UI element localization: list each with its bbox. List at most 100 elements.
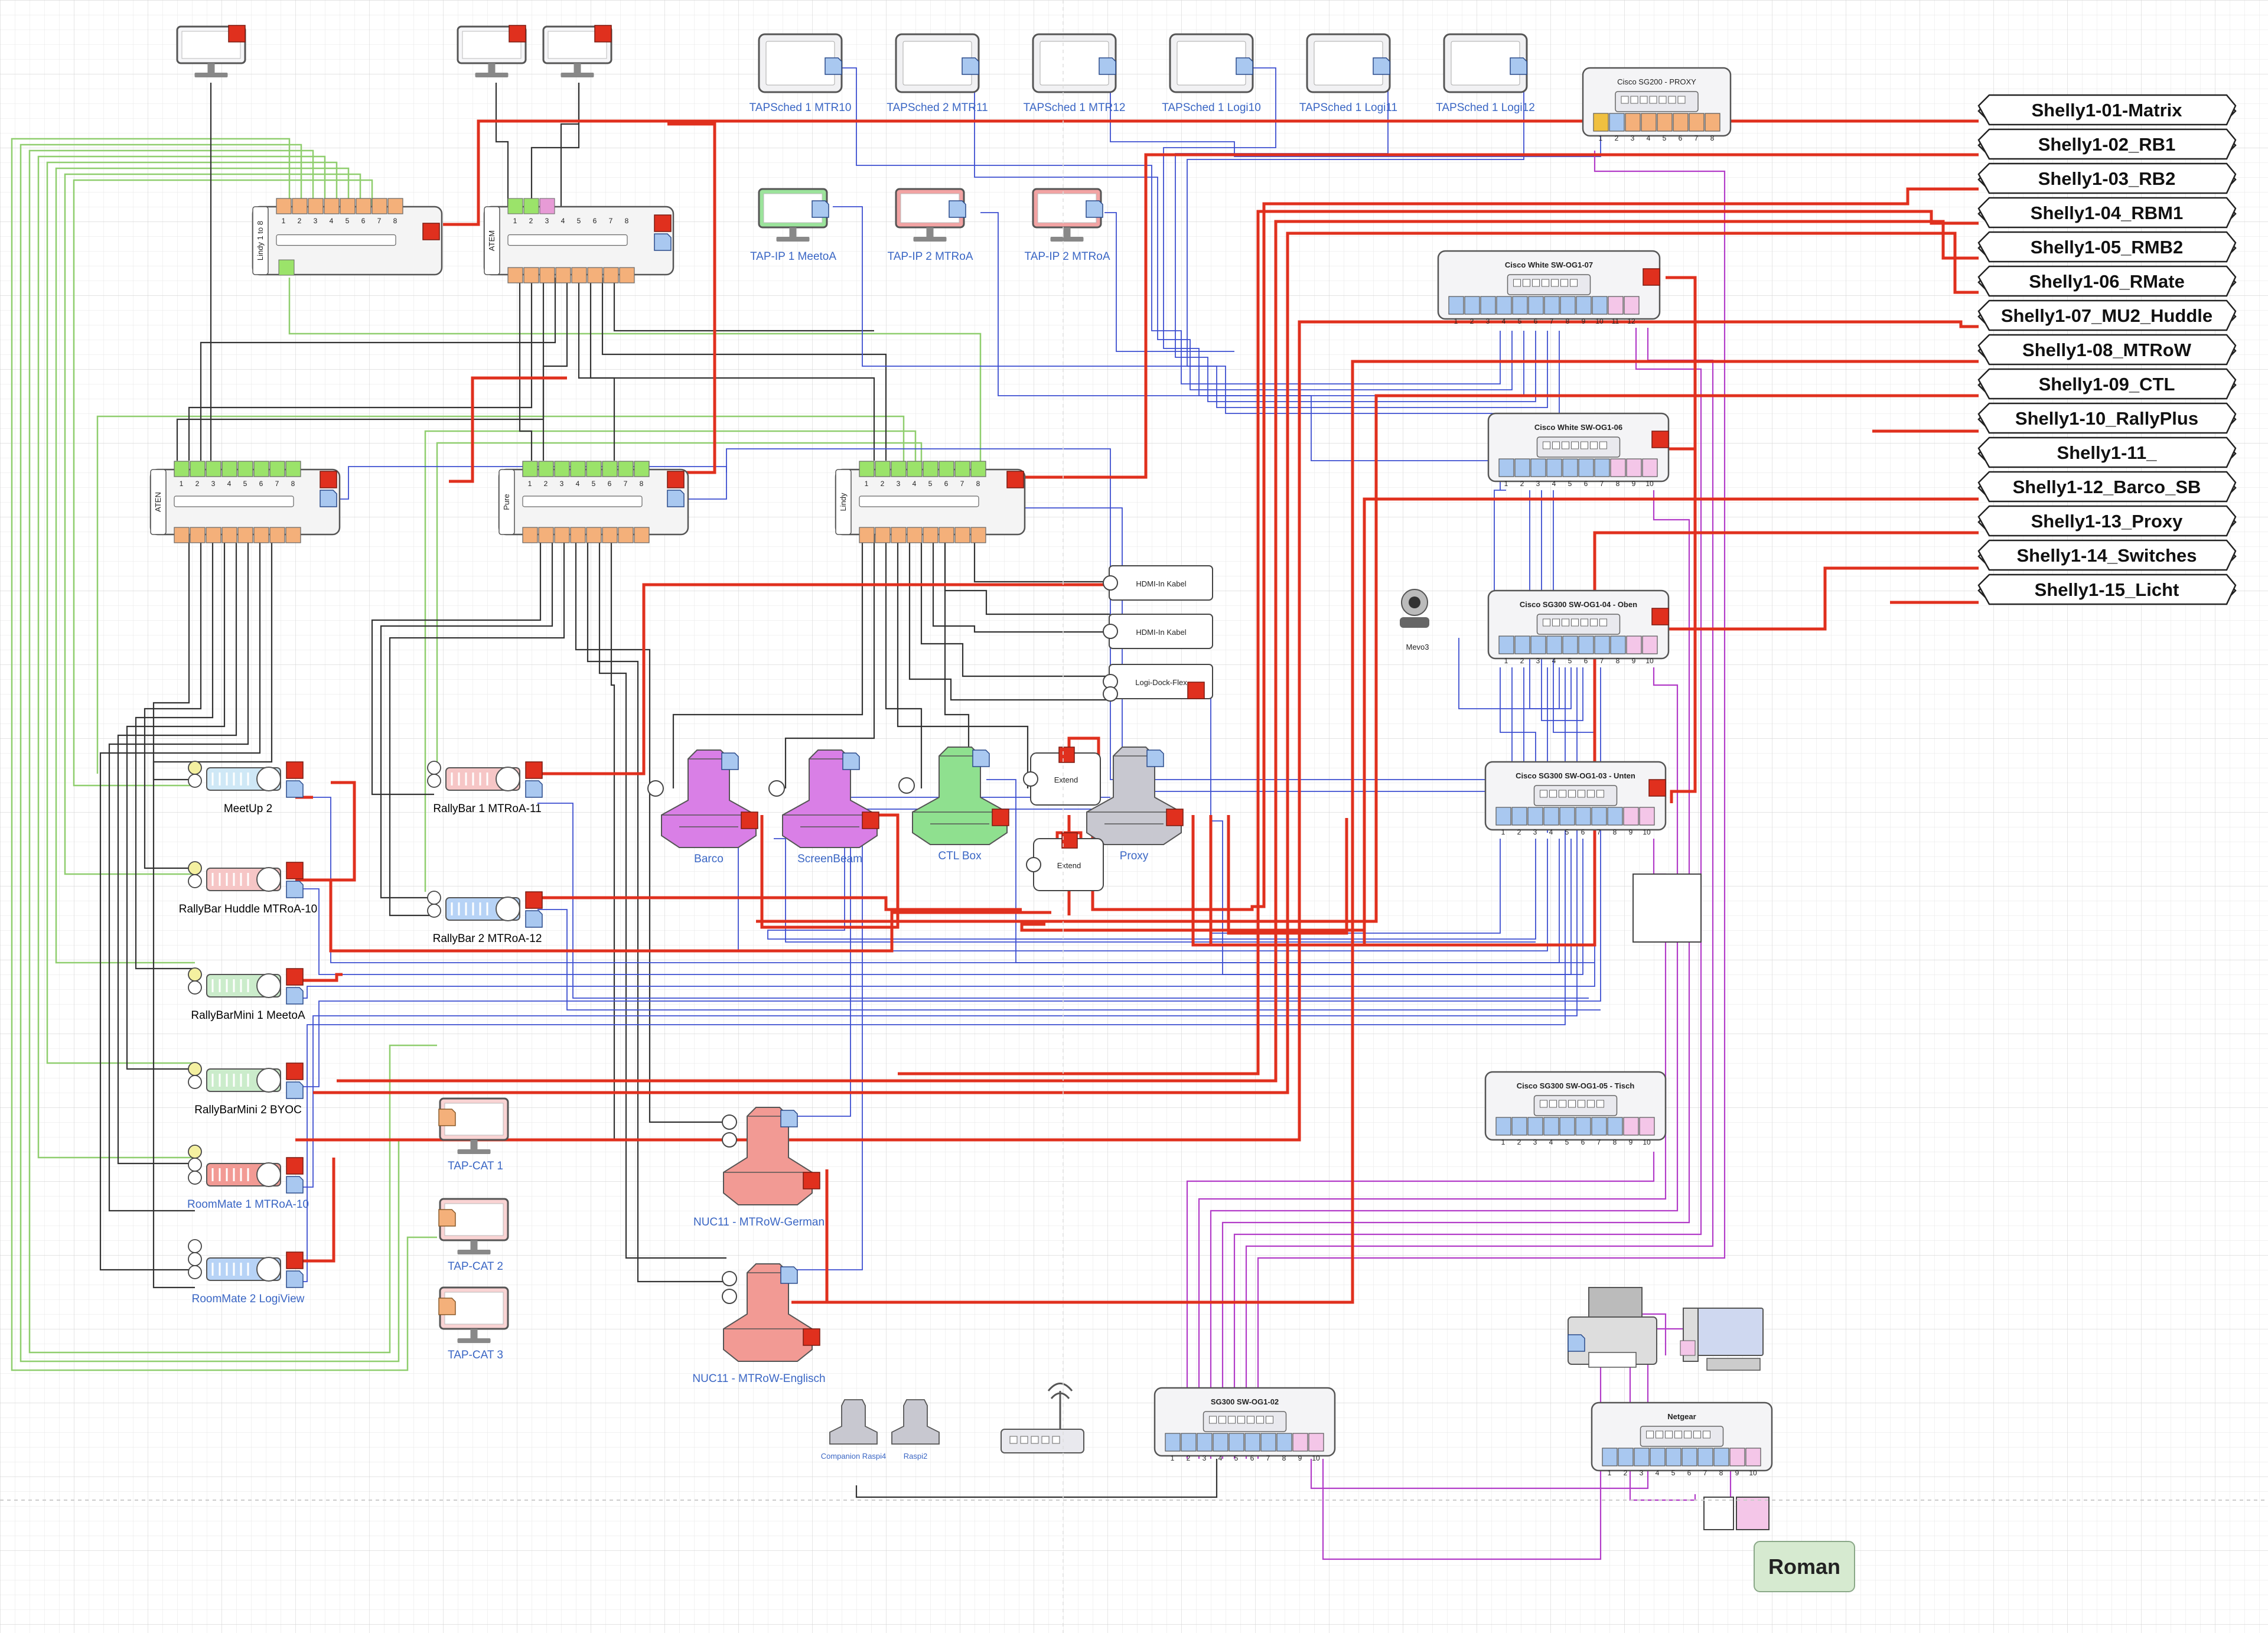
shelly-relay-11[interactable]: Shelly1-11_ — [1977, 436, 2237, 468]
port[interactable] — [285, 527, 301, 543]
hub-screenbeam[interactable]: ScreenBeam — [768, 749, 879, 865]
shelly-relay-12[interactable]: Shelly1-12_Barco_SB — [1977, 471, 2237, 503]
port[interactable] — [1591, 807, 1607, 826]
port[interactable] — [1594, 635, 1610, 654]
port[interactable] — [1578, 458, 1594, 477]
port[interactable] — [1543, 1117, 1559, 1136]
port[interactable] — [221, 527, 237, 543]
port[interactable] — [387, 198, 403, 214]
hdmi-in-box-2[interactable]: HDMI-In Kabel — [1103, 614, 1213, 649]
port[interactable] — [970, 461, 986, 477]
port[interactable] — [907, 461, 923, 477]
port[interactable] — [1530, 635, 1546, 654]
port[interactable] — [939, 527, 954, 543]
port[interactable] — [1578, 635, 1594, 654]
port[interactable] — [1657, 113, 1673, 132]
port[interactable] — [1591, 1117, 1607, 1136]
port[interactable] — [1464, 296, 1480, 315]
tap-cat-1[interactable]: TAP-CAT 1 — [438, 1097, 509, 1172]
port[interactable] — [1608, 296, 1624, 315]
shelly-relay-2[interactable]: Shelly1-02_RB1 — [1977, 128, 2237, 160]
port[interactable] — [269, 461, 285, 477]
port[interactable] — [1729, 1448, 1745, 1466]
port[interactable] — [1610, 635, 1626, 654]
hub-barco[interactable]: Barco — [647, 749, 758, 865]
port[interactable] — [1244, 1433, 1260, 1452]
port[interactable] — [923, 527, 939, 543]
nuc-2[interactable]: NUC11 - MTRoW-Englisch — [692, 1263, 826, 1385]
port[interactable] — [859, 461, 875, 477]
port[interactable] — [1213, 1433, 1228, 1452]
port[interactable] — [1546, 635, 1562, 654]
rally-device-6[interactable]: RoomMate 2 LogiView — [188, 1239, 305, 1305]
port[interactable] — [939, 461, 954, 477]
port[interactable] — [1498, 635, 1514, 654]
rally-device-8[interactable]: RallyBar 2 MTRoA-12 — [427, 891, 543, 945]
shelly-relay-13[interactable]: Shelly1-13_Proxy — [1977, 505, 2237, 537]
port[interactable] — [276, 198, 292, 214]
port[interactable] — [1546, 458, 1562, 477]
port[interactable] — [507, 267, 523, 283]
port[interactable] — [1543, 807, 1559, 826]
port[interactable] — [1607, 1117, 1623, 1136]
port[interactable] — [1308, 1433, 1324, 1452]
port[interactable] — [571, 267, 587, 283]
port[interactable] — [324, 198, 340, 214]
shelly-relay-8[interactable]: Shelly1-08_MTRoW — [1977, 334, 2237, 366]
port[interactable] — [891, 527, 907, 543]
port[interactable] — [1544, 296, 1560, 315]
port[interactable] — [269, 527, 285, 543]
shelly-relay-15[interactable]: Shelly1-15_Licht — [1977, 573, 2237, 605]
port[interactable] — [554, 527, 570, 543]
port[interactable] — [1623, 807, 1639, 826]
computer-icon[interactable] — [1680, 1308, 1764, 1371]
extend-box-1[interactable]: Extend — [1023, 747, 1101, 806]
port[interactable] — [1559, 1117, 1575, 1136]
port[interactable] — [1228, 1433, 1244, 1452]
tap-ip-2[interactable]: TAP-IP 2 MTRoA — [888, 188, 973, 263]
port[interactable] — [1618, 1448, 1634, 1466]
printer-icon[interactable] — [1568, 1287, 1657, 1368]
port[interactable] — [1624, 296, 1640, 315]
port[interactable] — [1634, 1448, 1650, 1466]
port[interactable] — [539, 267, 555, 283]
port[interactable] — [522, 527, 538, 543]
port[interactable] — [237, 461, 253, 477]
port[interactable] — [1181, 1433, 1197, 1452]
extend-box-2[interactable]: Extend — [1026, 832, 1104, 891]
port[interactable] — [523, 267, 539, 283]
port[interactable] — [308, 198, 324, 214]
shelly-relay-1[interactable]: Shelly1-01-Matrix — [1977, 94, 2237, 126]
port[interactable] — [1559, 807, 1575, 826]
port[interactable] — [292, 198, 308, 214]
port[interactable] — [285, 461, 301, 477]
port[interactable] — [1496, 296, 1512, 315]
tap-sched-1[interactable]: TAPSched 1 MTR10 — [750, 33, 852, 114]
port[interactable] — [554, 461, 570, 477]
port[interactable] — [603, 267, 619, 283]
port[interactable] — [1705, 113, 1720, 132]
port[interactable] — [1562, 458, 1578, 477]
port[interactable] — [206, 527, 221, 543]
port[interactable] — [237, 527, 253, 543]
port[interactable] — [970, 527, 986, 543]
port[interactable] — [1623, 1117, 1639, 1136]
port[interactable] — [174, 461, 190, 477]
port[interactable] — [1575, 807, 1591, 826]
port[interactable] — [538, 527, 554, 543]
port[interactable] — [1682, 1448, 1697, 1466]
port[interactable] — [1560, 296, 1576, 315]
port[interactable] — [1495, 1117, 1511, 1136]
port[interactable] — [1666, 1448, 1682, 1466]
port[interactable] — [1626, 635, 1642, 654]
shelly-relay-7[interactable]: Shelly1-07_MU2_Huddle — [1977, 299, 2237, 331]
port[interactable] — [954, 461, 970, 477]
port[interactable] — [954, 527, 970, 543]
